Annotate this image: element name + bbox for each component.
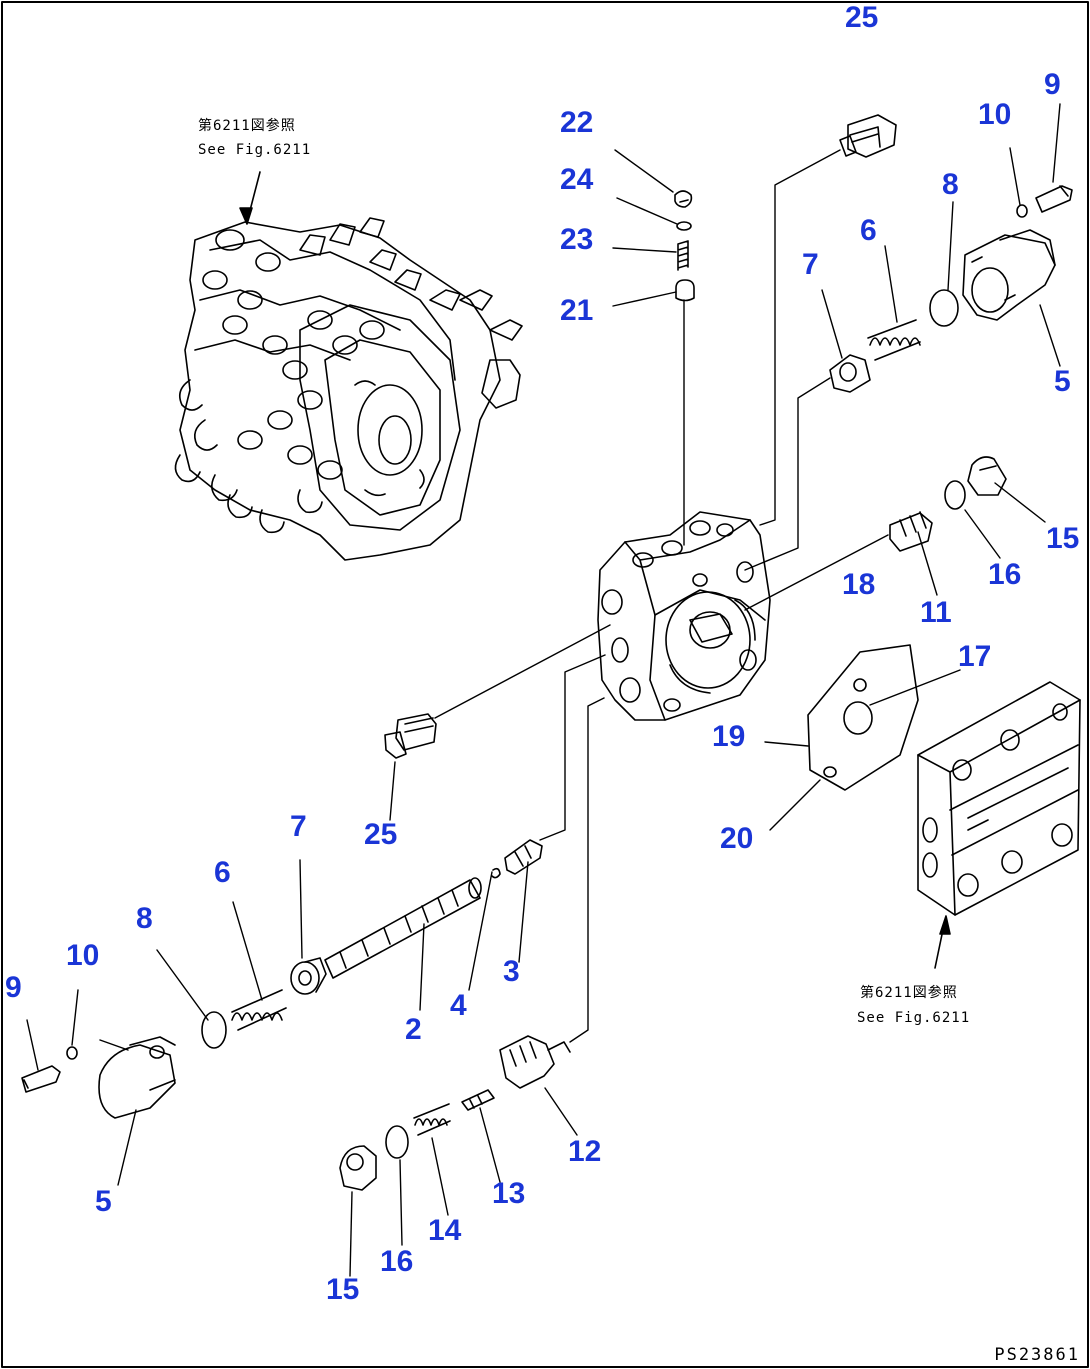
part-3 bbox=[504, 839, 543, 875]
callout-25-top: 25 bbox=[845, 1, 879, 34]
part-13 bbox=[461, 1089, 495, 1111]
callout-24: 24 bbox=[560, 163, 594, 196]
callout-8-lower: 8 bbox=[136, 902, 153, 935]
part-8-oring-top bbox=[929, 289, 959, 327]
callout-20: 20 bbox=[720, 822, 754, 855]
part-5-cover-lower bbox=[98, 1036, 176, 1119]
reference-note-top-en: See Fig.6211 bbox=[198, 142, 312, 158]
callout-6-lower: 6 bbox=[214, 856, 231, 889]
callout-9-top: 9 bbox=[1044, 68, 1061, 101]
part-16-oring-lower bbox=[385, 1125, 409, 1159]
callout-2: 2 bbox=[405, 1013, 422, 1046]
callout-22: 22 bbox=[560, 106, 594, 139]
callout-14: 14 bbox=[428, 1214, 462, 1247]
part-25-plug-top bbox=[839, 114, 897, 158]
part-9-bolt-lower bbox=[21, 1065, 61, 1093]
leader-lines bbox=[26, 103, 1061, 1277]
reference-note-top-jp: 第6211図参照 bbox=[198, 118, 296, 134]
reference-arrowhead-top bbox=[239, 207, 253, 225]
part-8-oring-lower bbox=[201, 1011, 227, 1049]
callout-16-lower: 16 bbox=[380, 1245, 414, 1278]
part-14-spring bbox=[413, 1103, 451, 1136]
part-6-spring-lower bbox=[231, 989, 287, 1031]
callout-18: 18 bbox=[842, 568, 876, 601]
callout-8-top: 8 bbox=[942, 168, 959, 201]
part-22 bbox=[674, 190, 693, 208]
reference-arrowhead-right bbox=[939, 915, 951, 935]
callout-10-lower: 10 bbox=[66, 939, 100, 972]
callout-5-lower: 5 bbox=[95, 1185, 112, 1218]
callout-23: 23 bbox=[560, 223, 594, 256]
part-9-bolt-top bbox=[1035, 185, 1073, 213]
valve-section-body bbox=[597, 511, 771, 721]
part-15-plug-lower bbox=[339, 1145, 377, 1191]
part-5-cover-top bbox=[962, 229, 1056, 321]
part-24 bbox=[676, 221, 692, 231]
callout-7-top: 7 bbox=[802, 248, 819, 281]
reference-valve-assembly-top bbox=[174, 217, 523, 561]
callout-10-top: 10 bbox=[978, 98, 1012, 131]
callout-19: 19 bbox=[712, 720, 746, 753]
part-23-spring bbox=[677, 240, 689, 271]
part-21 bbox=[675, 279, 695, 302]
callout-13: 13 bbox=[492, 1177, 526, 1210]
callout-11: 11 bbox=[920, 596, 952, 629]
part-19-gasket bbox=[807, 644, 919, 791]
callout-5-top: 5 bbox=[1054, 365, 1071, 398]
part-2-spool bbox=[324, 877, 482, 979]
callout-12: 12 bbox=[568, 1135, 602, 1168]
callout-25-lower: 25 bbox=[364, 818, 398, 851]
callout-3: 3 bbox=[503, 955, 520, 988]
reference-note-right-en: See Fig.6211 bbox=[857, 1010, 971, 1026]
part-6-spring-top bbox=[867, 319, 921, 361]
part-7-retainer-top bbox=[829, 354, 871, 393]
callout-15-top: 15 bbox=[1046, 522, 1080, 555]
callout-7-lower: 7 bbox=[290, 810, 307, 843]
part-4 bbox=[491, 867, 501, 879]
callout-9-lower: 9 bbox=[5, 971, 22, 1004]
part-10-washer-lower bbox=[66, 1046, 78, 1060]
callout-17: 17 bbox=[958, 640, 992, 673]
part-12-valve bbox=[499, 1035, 571, 1089]
callout-16-top: 16 bbox=[988, 558, 1022, 591]
part-25-plug-lower bbox=[384, 713, 437, 759]
part-10-washer-top bbox=[1016, 204, 1028, 218]
part-15-plug-top bbox=[967, 456, 1007, 496]
reference-note-right-jp: 第6211図参照 bbox=[860, 985, 958, 1001]
document-id: PS23861 bbox=[994, 1345, 1080, 1365]
part-16-oring-top bbox=[944, 480, 966, 510]
callout-15-lower: 15 bbox=[326, 1273, 360, 1306]
callout-4: 4 bbox=[450, 989, 467, 1022]
callout-21: 21 bbox=[560, 294, 594, 327]
part-11-poppet bbox=[889, 511, 933, 552]
callout-6-top: 6 bbox=[860, 214, 877, 247]
part-7-retainer-lower bbox=[290, 957, 327, 995]
reference-valve-block-right bbox=[917, 681, 1081, 916]
